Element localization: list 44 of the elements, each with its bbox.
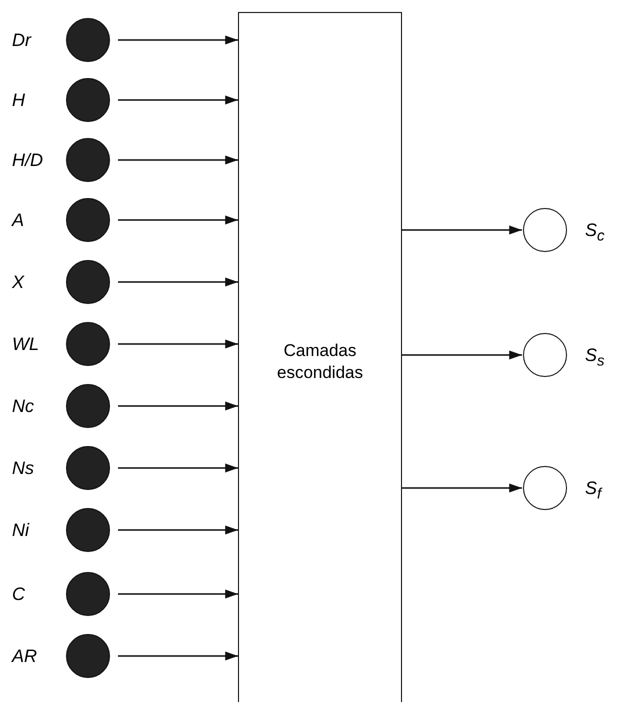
arrow [118, 96, 238, 104]
arrow [118, 36, 238, 44]
arrow [118, 402, 238, 410]
neuron-circle [66, 634, 110, 678]
neuron-circle [66, 508, 110, 552]
input-label: WL [12, 333, 39, 355]
neuron-circle [66, 322, 110, 366]
input-label: C [12, 583, 25, 605]
arrow [118, 278, 238, 286]
arrow [118, 652, 238, 660]
input-label: AR [12, 645, 38, 667]
input-label: X [12, 271, 24, 293]
output-label: S$_{f}$ [585, 477, 602, 505]
neuron-circle [66, 572, 110, 616]
neuron-circle [523, 466, 567, 510]
input-label: Ns [12, 457, 34, 479]
arrow [118, 526, 238, 534]
arrow [118, 156, 238, 164]
layer-label: Camadas escondidas [276, 340, 364, 384]
hidden-layer-box [238, 12, 402, 702]
neuron-circle [523, 333, 567, 377]
input-label: A [12, 209, 24, 231]
neuron-circle [66, 78, 110, 122]
neuron-circle [66, 198, 110, 242]
input-label: H [12, 89, 25, 111]
neuron-circle [66, 384, 110, 428]
input-label: Ni [12, 519, 29, 541]
arrow [402, 484, 522, 492]
arrow [402, 350, 522, 360]
output-label: S$_{s}$ [585, 344, 605, 372]
arrow [118, 340, 238, 348]
arrow [118, 464, 238, 472]
neuron-circle [66, 18, 110, 62]
neuron-circle [66, 260, 110, 304]
input-label: Dr [12, 29, 31, 51]
input-label: H/D [12, 149, 43, 171]
input-label: Nc [12, 395, 34, 417]
arrow [402, 226, 522, 234]
arrow [118, 590, 238, 598]
neuron-circle [523, 208, 567, 252]
neuron-circle [66, 446, 110, 490]
arrow [118, 216, 238, 224]
neuron-circle [66, 138, 110, 182]
output-label: S$_{c}$ [585, 219, 605, 247]
